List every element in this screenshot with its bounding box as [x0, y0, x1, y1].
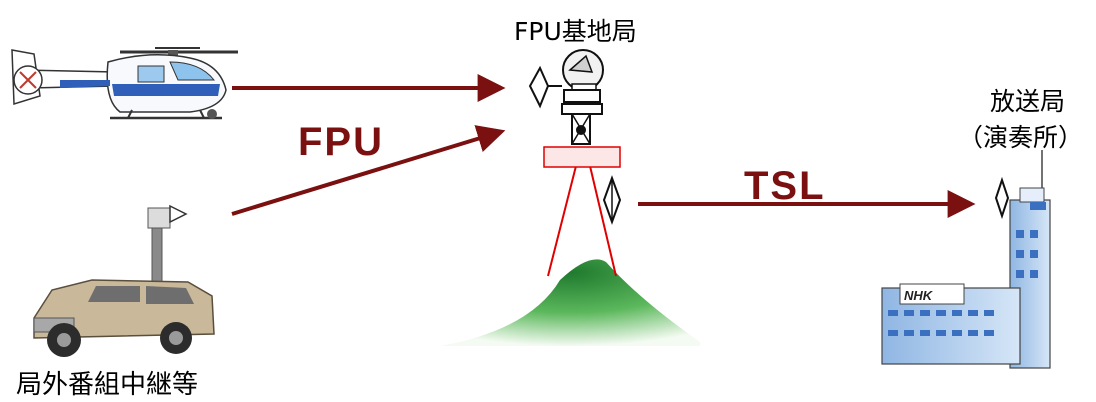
- parabolic-antenna-icon: [602, 175, 622, 225]
- building-sign: NHK: [904, 288, 934, 303]
- parabolic-antenna-icon: [528, 65, 562, 109]
- fpu-link-label: FPU: [298, 120, 384, 164]
- link-arrows: [231, 74, 976, 218]
- outside-relay-label: 局外番組中継等: [16, 370, 199, 400]
- mountain-icon: [440, 259, 700, 346]
- tower-mast-lines: [547, 165, 617, 277]
- fpu-base-station-label: FPU基地局: [514, 17, 637, 46]
- vehicle-icon: [33, 204, 215, 357]
- broadcast-building-icon: NHK: [881, 150, 1051, 369]
- helicopter-icon: [11, 47, 238, 120]
- broadcast-station-label: 放送局: [990, 87, 1066, 116]
- studio-label: （演奏所）: [958, 123, 1084, 152]
- relay-tower-icon: [543, 49, 621, 168]
- tower-platform: [543, 146, 621, 168]
- vehicle-to-base-arrow: [231, 125, 506, 216]
- tsl-link-label: TSL: [744, 164, 826, 208]
